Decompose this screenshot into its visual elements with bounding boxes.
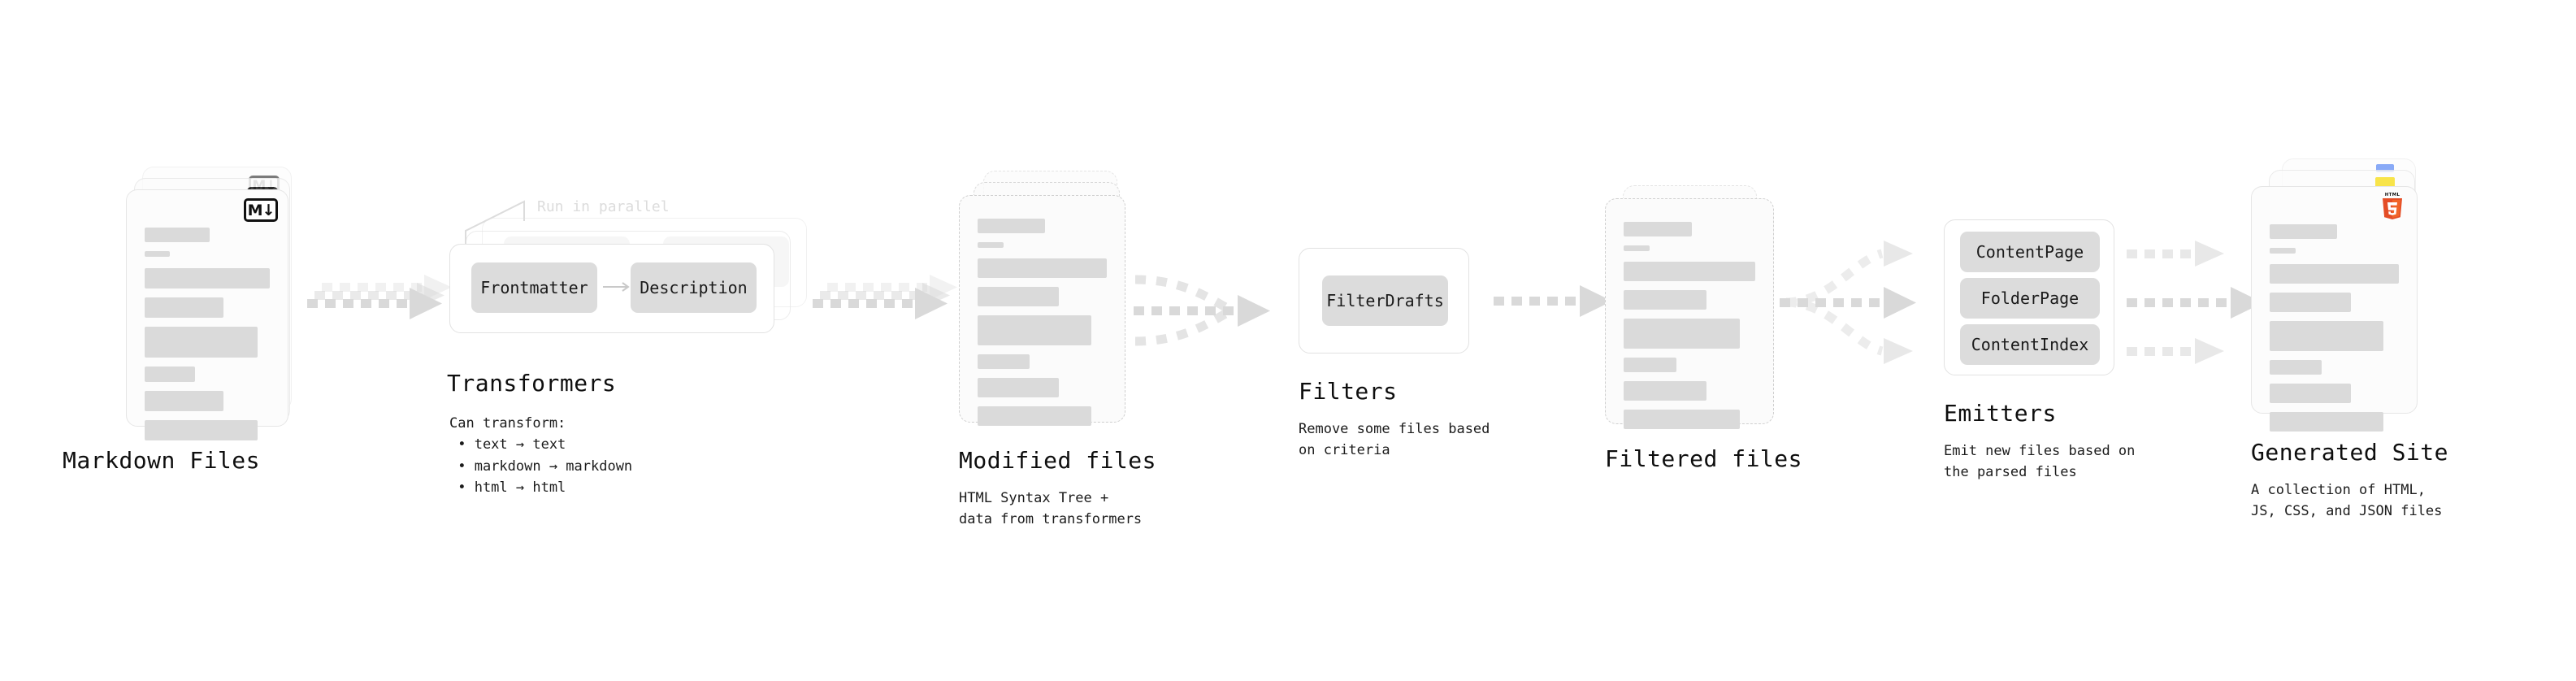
skeleton-bar bbox=[1624, 381, 1707, 401]
site-card-front-html: HTML bbox=[2251, 186, 2418, 432]
skeleton-bar bbox=[2270, 248, 2296, 254]
skeleton-bar bbox=[1624, 358, 1676, 372]
stage-title: Emitters bbox=[1944, 400, 2057, 427]
skeleton-bar bbox=[978, 315, 1091, 345]
file-skeleton bbox=[1624, 222, 1755, 438]
stage-title: Filtered files bbox=[1605, 445, 1803, 472]
markdown-file-stack: M↓ M↓ M↓ bbox=[126, 167, 297, 440]
skeleton-bar bbox=[2270, 321, 2383, 351]
filtered-file-stack bbox=[1605, 185, 1776, 429]
connector-filtered-to-emitters bbox=[1780, 241, 1916, 364]
inner-arrow-icon bbox=[603, 282, 630, 292]
stage-markdown-files: M↓ M↓ M↓ Markdown Files bbox=[63, 167, 297, 474]
stage-subtitle: Can transform: • text → text • markdown … bbox=[449, 415, 633, 497]
skeleton-bar bbox=[978, 258, 1107, 278]
svg-text:HTML: HTML bbox=[2385, 193, 2400, 197]
stage-title: Markdown Files bbox=[63, 447, 261, 474]
skeleton-bar bbox=[2270, 412, 2383, 432]
skeleton-bar bbox=[145, 297, 224, 318]
modified-card-front bbox=[959, 195, 1125, 426]
skeleton-bar bbox=[2270, 360, 2322, 375]
file-skeleton bbox=[2270, 224, 2399, 440]
skeleton-bar bbox=[1624, 262, 1755, 281]
stage-modified-files: Modified files HTML Syntax Tree + data f… bbox=[959, 171, 1156, 527]
css3-icon bbox=[2376, 164, 2394, 172]
skeleton-bar bbox=[1624, 245, 1650, 251]
connector-modified-to-filters bbox=[1134, 275, 1270, 346]
html5-icon: HTML bbox=[2383, 193, 2402, 219]
filtered-card-front bbox=[1605, 198, 1774, 429]
filters-panel: FilterDrafts bbox=[1299, 248, 1469, 354]
skeleton-bar bbox=[1624, 410, 1740, 429]
stage-filtered-files: Filtered files bbox=[1605, 185, 1802, 472]
modified-file-stack bbox=[959, 171, 1130, 431]
connector-md-to-transformers bbox=[307, 275, 452, 319]
stage-subtitle: Emit new files based on the parsed files bbox=[1944, 443, 2136, 481]
skeleton-bar bbox=[978, 219, 1045, 233]
skeleton-bar bbox=[145, 391, 224, 411]
stage-title: Generated Site bbox=[2251, 439, 2449, 466]
transformer-chip-description[interactable]: Description bbox=[631, 262, 757, 313]
skeleton-bar bbox=[2270, 264, 2399, 284]
skeleton-bar bbox=[2270, 224, 2337, 239]
generated-site-file-stack: HTML bbox=[2251, 158, 2426, 432]
skeleton-bar bbox=[978, 287, 1060, 306]
parallel-annotation: Run in parallel bbox=[537, 198, 670, 215]
skeleton-bar bbox=[1624, 290, 1707, 310]
stage-title: Filters bbox=[1299, 378, 1398, 405]
markdown-card-front: M↓ bbox=[126, 189, 288, 440]
transformer-chip-frontmatter[interactable]: Frontmatter bbox=[471, 262, 597, 313]
emitter-chip-contentindex[interactable]: ContentIndex bbox=[1960, 324, 2100, 365]
skeleton-bar bbox=[978, 354, 1030, 369]
stage-subtitle: Remove some files based on criteria bbox=[1299, 421, 1490, 459]
skeleton-bar bbox=[2270, 293, 2352, 312]
skeleton-bar bbox=[1624, 319, 1740, 349]
skeleton-bar bbox=[978, 378, 1060, 397]
skeleton-bar bbox=[145, 327, 258, 358]
emitter-chip-contentpage[interactable]: ContentPage bbox=[1960, 232, 2100, 272]
skeleton-bar bbox=[145, 251, 170, 257]
skeleton-bar bbox=[145, 268, 270, 288]
skeleton-bar bbox=[1624, 222, 1693, 236]
stage-generated-site: HTML Generated Site A collection bbox=[2251, 158, 2448, 519]
file-skeleton bbox=[145, 228, 270, 449]
skeleton-bar bbox=[978, 406, 1091, 426]
filter-chip-filterdrafts[interactable]: FilterDrafts bbox=[1322, 275, 1448, 326]
connector-transformers-to-modified bbox=[813, 275, 957, 319]
skeleton-bar bbox=[978, 242, 1004, 248]
stage-title: Transformers bbox=[447, 370, 617, 397]
stage-subtitle: HTML Syntax Tree + data from transformer… bbox=[959, 490, 1143, 528]
emitters-panel: ContentPage FolderPage ContentIndex bbox=[1944, 219, 2114, 375]
connector-filters-to-filtered bbox=[1494, 285, 1612, 317]
skeleton-bar bbox=[145, 228, 210, 242]
markdown-icon: M↓ bbox=[244, 198, 278, 222]
connector-emitters-to-site bbox=[2127, 241, 2263, 364]
stage-title: Modified files bbox=[959, 447, 1157, 474]
file-skeleton bbox=[978, 219, 1107, 435]
emitter-chip-folderpage[interactable]: FolderPage bbox=[1960, 278, 2100, 319]
skeleton-bar bbox=[145, 367, 195, 382]
stage-subtitle: A collection of HTML, JS, CSS, and JSON … bbox=[2251, 482, 2443, 520]
skeleton-bar bbox=[2270, 384, 2352, 403]
skeleton-bar bbox=[145, 420, 258, 440]
transformer-panel-front: Frontmatter Description bbox=[449, 244, 774, 333]
